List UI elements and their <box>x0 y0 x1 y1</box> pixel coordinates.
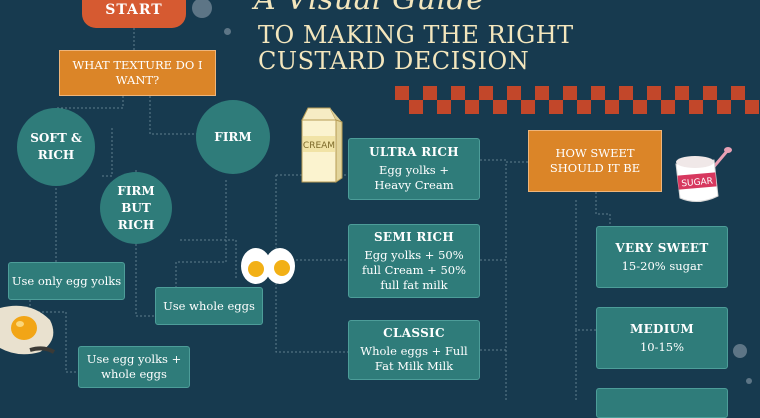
checker-square <box>661 100 675 114</box>
checker-square <box>717 100 731 114</box>
page-title: TO MAKING THE RIGHT CUSTARD DECISION <box>258 21 574 75</box>
firm-label: FIRM <box>214 129 252 144</box>
use-whole-eggs-label: Use whole eggs <box>163 298 255 313</box>
soft-rich-label: SOFT & RICH <box>30 131 82 162</box>
medium-title: MEDIUM <box>630 321 694 336</box>
checker-square <box>703 86 717 100</box>
checker-banner <box>395 86 760 114</box>
ultra-rich-box: ULTRA RICH Egg yolks + Heavy Cream <box>348 138 480 200</box>
texture-question-label: WHAT TEXTURE DO I WANT? <box>72 58 203 87</box>
start-node: START <box>82 0 186 28</box>
very-sweet-box: VERY SWEET 15-20% sugar <box>596 226 728 288</box>
cream-label: CREAM <box>303 141 335 151</box>
ultra-rich-desc: Egg yolks + Heavy Cream <box>374 163 454 192</box>
checker-square <box>549 100 563 114</box>
checker-square <box>731 86 745 100</box>
decor-dot <box>224 28 231 35</box>
very-sweet-title: VERY SWEET <box>615 240 709 255</box>
checker-square <box>591 86 605 100</box>
checker-square <box>689 100 703 114</box>
use-yolks-whole-box: Use egg yolks + whole eggs <box>78 346 190 388</box>
ultra-rich-title: ULTRA RICH <box>369 145 459 159</box>
cream-carton-icon: CREAM <box>301 107 343 183</box>
use-only-yolks-box: Use only egg yolks <box>8 262 125 300</box>
checker-square <box>451 86 465 100</box>
sugar-label: SUGAR <box>681 177 713 190</box>
title-top: A Visual Guide <box>254 0 485 17</box>
checker-square <box>605 100 619 114</box>
classic-box: CLASSIC Whole eggs + Full Fat Milk Milk <box>348 320 480 380</box>
medium-box: MEDIUM 10-15% <box>596 307 728 369</box>
very-sweet-desc: 15-20% sugar <box>621 258 703 273</box>
firm-but-rich-node: FIRM BUT RICH <box>100 172 172 244</box>
sugar-jar-icon: SUGAR <box>675 147 732 202</box>
checker-square <box>423 86 437 100</box>
eggs-icon <box>241 248 295 284</box>
texture-question-box: WHAT TEXTURE DO I WANT? <box>59 50 216 96</box>
firm-but-rich-label: FIRM BUT RICH <box>117 183 155 232</box>
checker-square <box>493 100 507 114</box>
semi-rich-box: SEMI RICH Egg yolks + 50% full Cream + 5… <box>348 224 480 298</box>
medium-desc: 10-15% <box>639 339 685 354</box>
sweet-question-label: HOW SWEET SHOULD IT BE <box>549 146 641 175</box>
soft-rich-node: SOFT & RICH <box>17 108 95 186</box>
sweet-question-box: HOW SWEET SHOULD IT BE <box>528 130 662 192</box>
classic-title: CLASSIC <box>383 326 445 340</box>
decor-dot <box>192 0 212 18</box>
checker-square <box>633 100 647 114</box>
checker-square <box>479 86 493 100</box>
broken-egg-icon <box>0 305 56 355</box>
use-only-yolks-label: Use only egg yolks <box>11 273 122 288</box>
checker-square <box>437 100 451 114</box>
checker-square <box>577 100 591 114</box>
checker-square <box>675 86 689 100</box>
semi-rich-title: SEMI RICH <box>373 229 455 244</box>
checker-square <box>647 86 661 100</box>
checker-square <box>521 100 535 114</box>
checker-square <box>535 86 549 100</box>
next-option-box <box>596 388 728 418</box>
use-whole-eggs-box: Use whole eggs <box>155 287 263 325</box>
checker-square <box>507 86 521 100</box>
semi-rich-desc: Egg yolks + 50% full Cream + 50% full fa… <box>361 247 467 292</box>
decor-dot <box>746 378 752 384</box>
checker-square <box>465 100 479 114</box>
use-yolks-whole-label: Use egg yolks + whole eggs <box>86 352 182 381</box>
checker-square <box>563 86 577 100</box>
checker-square <box>409 100 423 114</box>
checker-square <box>745 100 759 114</box>
classic-desc: Whole eggs + Full Fat Milk Milk <box>360 344 468 373</box>
checker-square <box>395 86 409 100</box>
checker-square <box>619 86 633 100</box>
firm-node: FIRM <box>196 100 270 174</box>
decor-dot <box>733 344 747 358</box>
